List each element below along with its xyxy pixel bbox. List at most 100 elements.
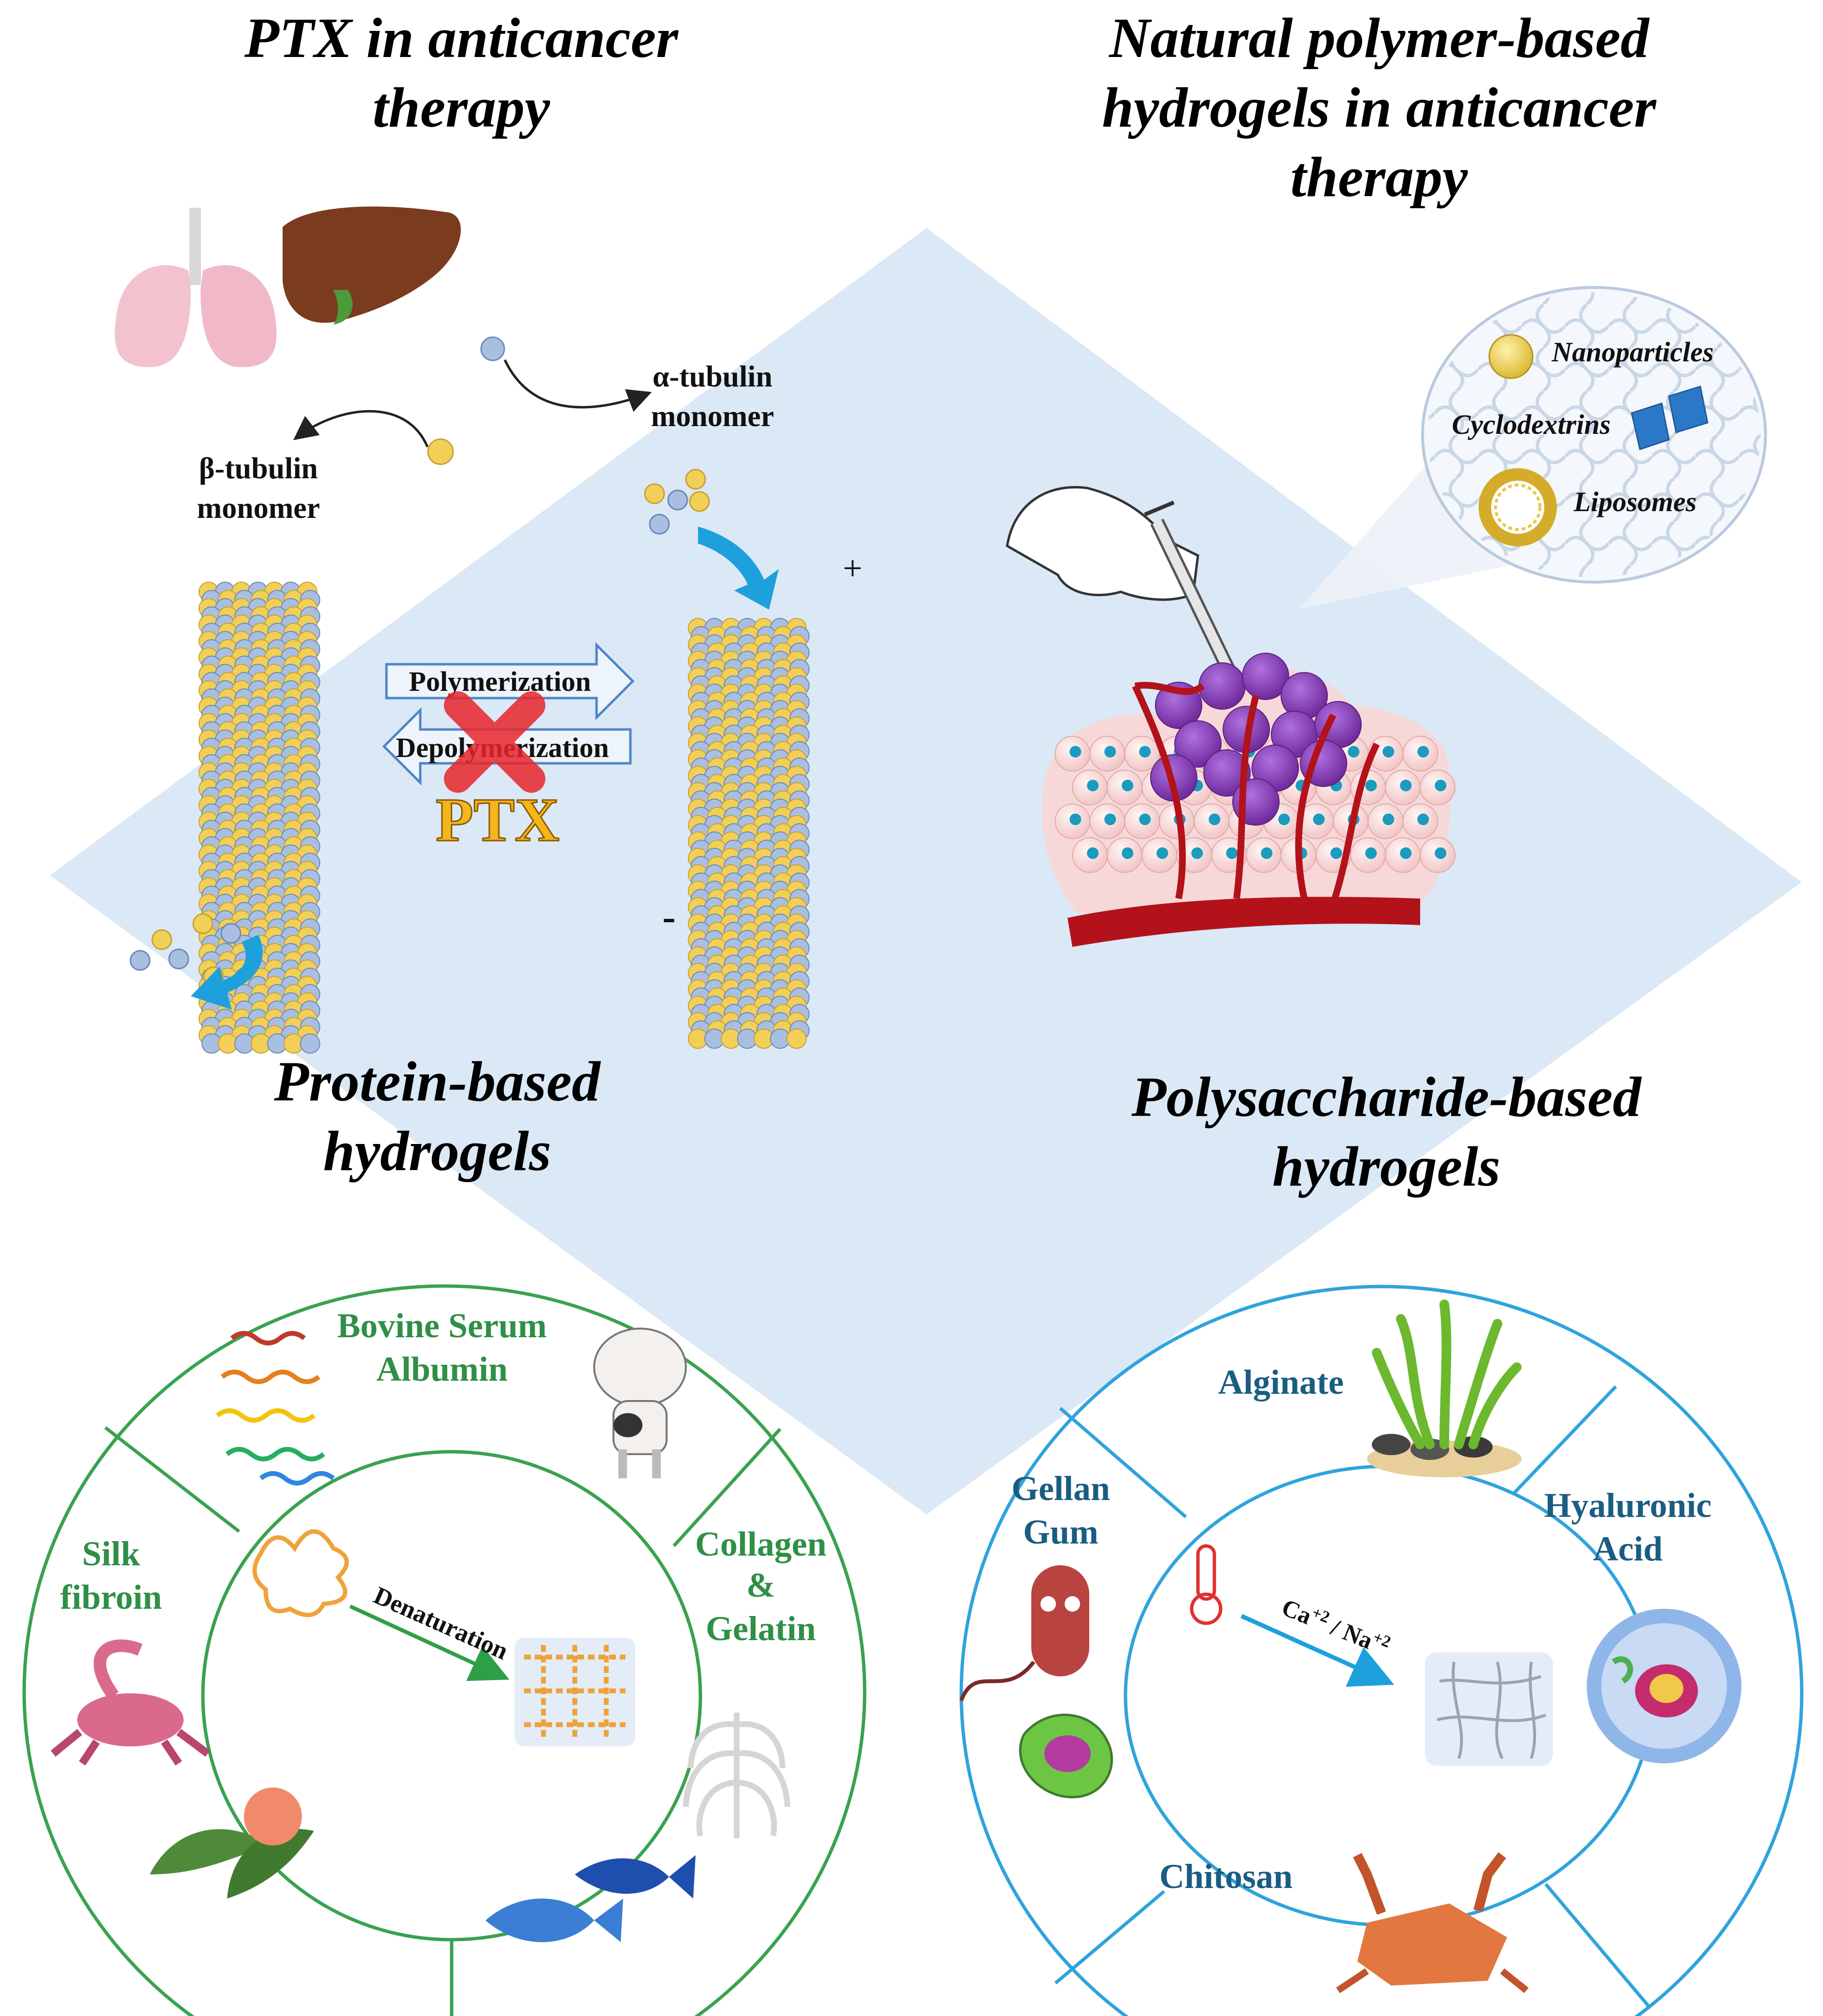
tumor-cell bbox=[1242, 653, 1289, 700]
cell-nucleus bbox=[1348, 746, 1360, 758]
cyclodextrin-icon bbox=[1631, 386, 1709, 450]
cell-nucleus bbox=[1226, 847, 1238, 859]
thermometer-icon bbox=[1190, 1544, 1223, 1625]
background-diamond bbox=[50, 228, 1802, 1515]
plus-end-label: + bbox=[843, 549, 863, 587]
minus-end-label: - bbox=[662, 895, 675, 939]
cell-nucleus bbox=[1365, 780, 1377, 791]
cyclodextrins-label: Cyclodextrins bbox=[1452, 409, 1611, 440]
alpha-monomer-icon bbox=[480, 336, 505, 361]
cell-nucleus bbox=[1417, 814, 1429, 825]
hand-syringe-icon bbox=[1006, 486, 1240, 692]
denaturation-diagram bbox=[252, 1529, 635, 1746]
cell-nucleus bbox=[1104, 814, 1116, 825]
protein-structure-icon bbox=[215, 1331, 335, 1486]
cell-nucleus bbox=[1122, 780, 1134, 791]
polymerization-arrow bbox=[385, 642, 635, 721]
cell-nucleus bbox=[1435, 780, 1447, 791]
cell-nucleus bbox=[1261, 847, 1273, 859]
liver-icon bbox=[283, 206, 461, 325]
seaweed-icon bbox=[1367, 1300, 1522, 1477]
tumor-cell bbox=[1198, 662, 1246, 710]
ptx-drug-label: PTX bbox=[436, 786, 559, 854]
cell-nucleus bbox=[1365, 847, 1377, 859]
gellan-label-line1: Gellan bbox=[1011, 1469, 1110, 1508]
cell-nucleus bbox=[1382, 746, 1395, 758]
chitosan-label: Chitosan bbox=[1159, 1857, 1293, 1896]
bacteria-icon bbox=[959, 1565, 1089, 1701]
cell-nucleus bbox=[1087, 847, 1099, 859]
cell-nucleus bbox=[1104, 746, 1116, 758]
blue-arrow-depolymerize bbox=[191, 935, 263, 1010]
crosslink-arrow bbox=[1240, 1614, 1395, 1687]
cow-icon bbox=[593, 1328, 687, 1478]
protein-dividers bbox=[104, 1426, 782, 2016]
hyaluronic-label-line2: Acid bbox=[1593, 1530, 1663, 1568]
title-ptx-line1: PTX in anticancer bbox=[244, 6, 679, 70]
tubulin-dimer bbox=[300, 1033, 320, 1054]
microbe-icon bbox=[1019, 1714, 1113, 1799]
silkworm-leaf-icon bbox=[150, 1787, 314, 1899]
main-blood-vessel bbox=[1068, 897, 1420, 947]
cell-nucleus bbox=[1069, 746, 1082, 758]
collagen-label-line1: Collagen bbox=[695, 1525, 826, 1563]
beta-label-line2: monomer bbox=[197, 492, 320, 525]
gellan-label-line2: Gum bbox=[1023, 1513, 1098, 1551]
poly-inner-ring bbox=[1124, 1464, 1654, 1927]
title-poly-line1: Polysaccharide-based bbox=[1131, 1065, 1642, 1129]
tubulin-dimer bbox=[786, 1029, 807, 1049]
cell-nucleus bbox=[1191, 847, 1203, 859]
beta-arrow bbox=[293, 410, 429, 447]
beta-monomer-icon bbox=[427, 438, 454, 465]
beta-label-line1: β-tubulin bbox=[199, 452, 318, 485]
tumor-cell bbox=[1203, 749, 1251, 797]
nanoparticle-icon bbox=[1488, 334, 1534, 379]
title-poly-line2: hydrogels bbox=[1272, 1135, 1500, 1198]
cell-nucleus bbox=[1400, 780, 1412, 791]
alginate-label: Alginate bbox=[1218, 1363, 1344, 1401]
alpha-label-line2: monomer bbox=[651, 400, 774, 433]
cell-nucleus bbox=[1313, 814, 1325, 825]
fish-icon bbox=[485, 1855, 696, 1943]
free-monomers-top bbox=[644, 469, 710, 535]
tumor-cell bbox=[1174, 720, 1222, 768]
cell-nucleus bbox=[1087, 780, 1099, 791]
microtubule-polymerizing bbox=[688, 618, 810, 1049]
silk-label-line1: Silk bbox=[82, 1534, 140, 1573]
liposomes-label: Liposomes bbox=[1573, 486, 1697, 517]
collagen-label-line3: Gelatin bbox=[706, 1609, 816, 1648]
cell-nucleus bbox=[1139, 746, 1151, 758]
cell-nucleus bbox=[1069, 814, 1082, 825]
crab-icon bbox=[1336, 1852, 1529, 1993]
cell-organelle-icon bbox=[1587, 1609, 1741, 1763]
title-natural-line2: hydrogels in anticancer bbox=[1102, 76, 1656, 139]
cell-nucleus bbox=[1417, 746, 1429, 758]
ribcage-icon bbox=[683, 1713, 790, 1838]
collagen-label-line2: & bbox=[746, 1566, 775, 1604]
cell-nucleus bbox=[1139, 814, 1151, 825]
blue-arrow-polymerize bbox=[698, 527, 779, 610]
title-natural-line3: therapy bbox=[1290, 145, 1468, 209]
hyaluronic-label-line1: Hyaluronic bbox=[1544, 1486, 1712, 1525]
polymerization-label: Polymerization bbox=[409, 666, 591, 697]
blood-vessels bbox=[1132, 682, 1380, 905]
cell-nucleus bbox=[1122, 847, 1134, 859]
free-monomers-bottom bbox=[129, 913, 242, 987]
alpha-arrow bbox=[503, 359, 652, 412]
cell-nucleus bbox=[1435, 847, 1447, 859]
cell-nucleus bbox=[1400, 847, 1412, 859]
poly-dividers bbox=[1054, 1385, 1651, 2009]
hydrogel-network-icon bbox=[1425, 1652, 1553, 1766]
title-natural-line1: Natural polymer-based bbox=[1108, 6, 1650, 70]
scorpion-icon bbox=[50, 1639, 210, 1766]
cell-nucleus bbox=[1382, 814, 1395, 825]
cell-nucleus bbox=[1209, 814, 1221, 825]
cell-nucleus bbox=[1278, 814, 1290, 825]
cell-nucleus bbox=[1330, 847, 1342, 859]
title-ptx-line2: therapy bbox=[372, 76, 550, 139]
title-protein-line1: Protein-based bbox=[273, 1050, 601, 1113]
lungs-icon bbox=[114, 208, 277, 367]
cell-nucleus bbox=[1156, 847, 1168, 859]
liposome-inner bbox=[1494, 484, 1541, 531]
